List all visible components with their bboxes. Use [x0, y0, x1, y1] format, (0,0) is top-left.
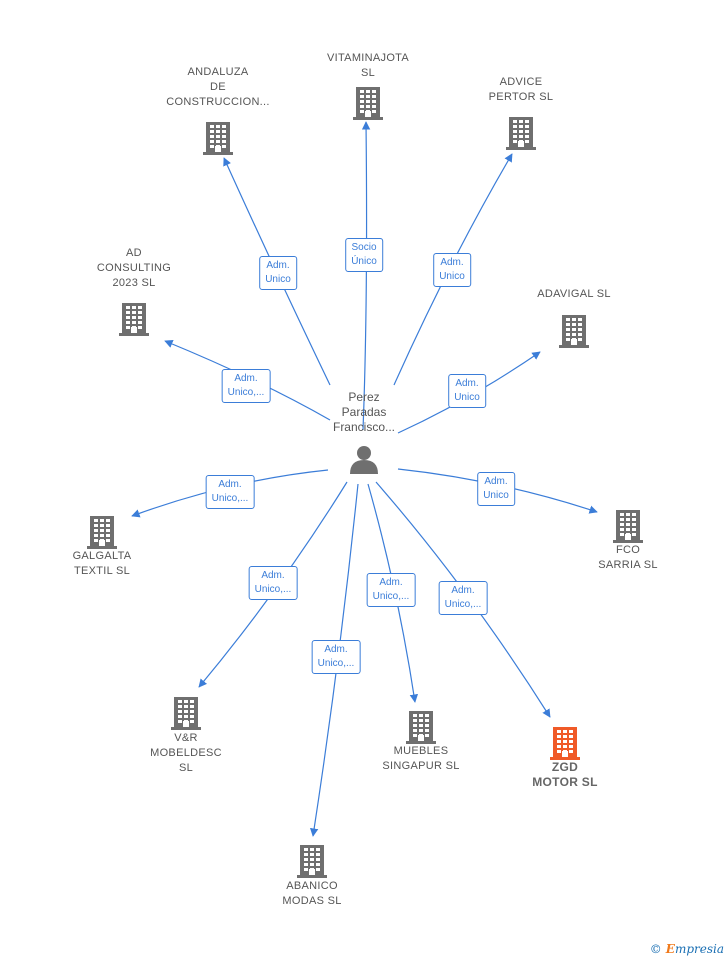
building-icon-abanico[interactable]	[297, 845, 327, 878]
role-label-vr-mobeldesc: Adm. Unico,...	[248, 566, 298, 600]
building-icon-zgd[interactable]	[550, 727, 580, 760]
role-label-galgalta: Adm. Unico,...	[205, 475, 255, 509]
building-icon-muebles[interactable]	[406, 711, 436, 744]
role-label-abanico: Adm. Unico,...	[311, 640, 361, 674]
company-label-ad-consulting[interactable]: AD CONSULTING 2023 SL	[96, 247, 172, 289]
role-label-muebles: Adm. Unico,...	[366, 573, 416, 607]
building-icon-ad-consulting[interactable]	[119, 303, 149, 336]
building-icon-galgalta[interactable]	[87, 516, 117, 549]
company-label-galgalta[interactable]: GALGALTA TEXTIL SL	[72, 550, 132, 577]
role-label-ad-consulting: Adm. Unico,...	[221, 369, 271, 403]
edge-vitaminajota	[361, 121, 371, 431]
center-person-name[interactable]: Perez Paradas Francisco...	[332, 390, 395, 434]
building-icon-andaluza[interactable]	[203, 122, 233, 155]
company-label-vitaminajota[interactable]: VITAMINAJOTA SL	[326, 52, 410, 79]
building-icon-advice[interactable]	[506, 117, 536, 150]
brand-initial: E	[665, 942, 675, 956]
building-icon-vitaminajota[interactable]	[353, 87, 383, 120]
brand-name: mpresia	[674, 942, 724, 956]
role-label-andaluza: Adm. Unico	[259, 256, 297, 290]
building-icon-adavigal[interactable]	[559, 315, 589, 348]
building-icon-fco-sarria[interactable]	[613, 510, 643, 543]
company-label-vr-mobeldesc[interactable]: V&R MOBELDESC SL	[150, 732, 222, 774]
company-label-muebles[interactable]: MUEBLES SINGAPUR SL	[382, 745, 460, 772]
copyright-icon: ©	[649, 942, 662, 956]
company-label-andaluza[interactable]: ANDALUZA DE CONSTRUCCION...	[166, 66, 270, 108]
company-label-adavigal[interactable]: ADAVIGAL SL	[537, 288, 611, 300]
building-icon-vr-mobeldesc[interactable]	[171, 697, 201, 730]
person-icon[interactable]	[350, 446, 378, 474]
role-label-fco-sarria: Adm. Unico	[477, 472, 515, 506]
company-label-abanico[interactable]: ABANICO MODAS SL	[282, 880, 342, 907]
empresia-brand: ©Empresia	[650, 942, 724, 956]
company-label-advice[interactable]: ADVICE PERTOR SL	[488, 76, 554, 103]
company-label-fco-sarria[interactable]: FCO SARRIA SL	[598, 544, 658, 571]
role-label-adavigal: Adm. Unico	[448, 374, 486, 408]
company-label-zgd[interactable]: ZGD MOTOR SL	[532, 760, 598, 789]
role-label-advice: Adm. Unico	[433, 253, 471, 287]
role-label-vitaminajota: Socio Único	[345, 238, 383, 272]
role-label-zgd: Adm. Unico,...	[438, 581, 488, 615]
